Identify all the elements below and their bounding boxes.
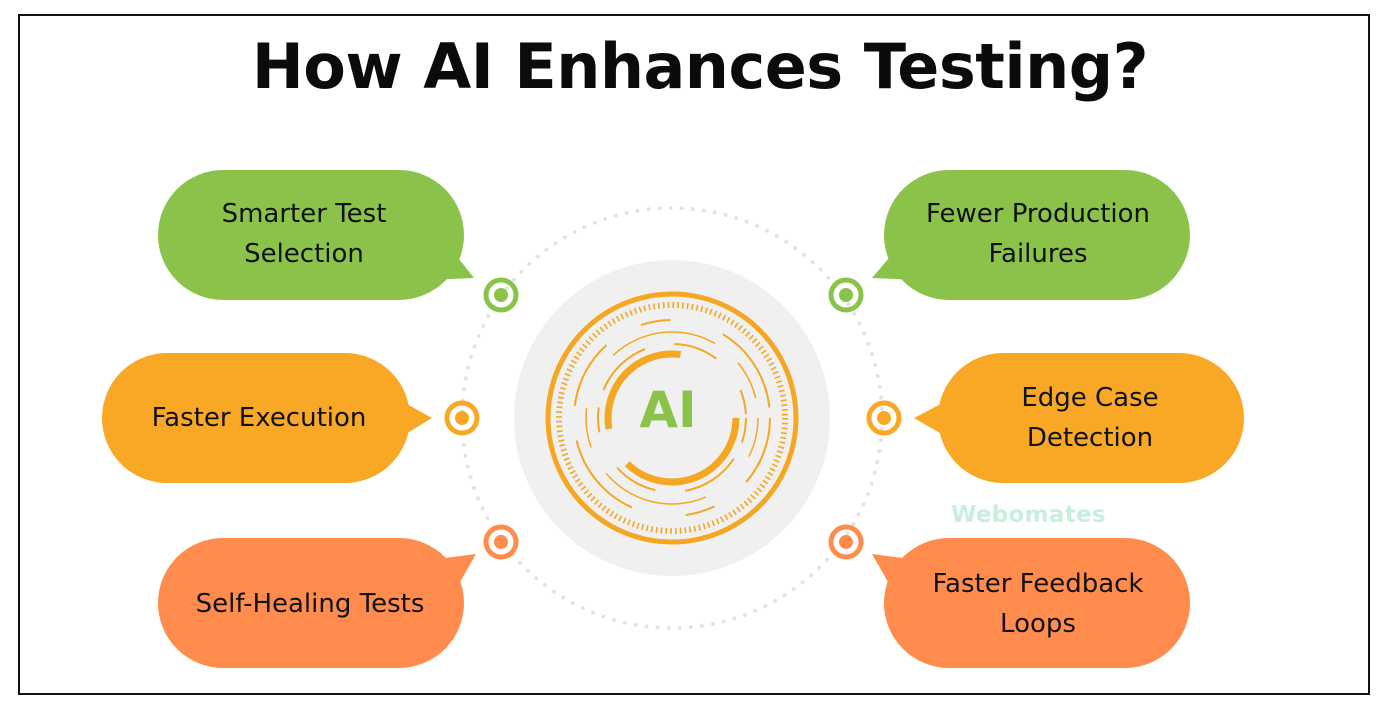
target-dot-icon [483,277,519,313]
page-title: How AI Enhances Testing? [251,30,1149,103]
benefit-label-faster-feedback-loops: Faster Feedback Loops [932,568,1144,639]
bubble-faster-execution [102,353,432,483]
benefit-label-smarter-test-selection: Smarter Test Selection [221,198,387,269]
target-dot-icon [483,524,519,560]
target-dot-icon [828,277,864,313]
bubble-self-healing-tests [158,538,476,668]
bubble-faster-feedback-loops [872,538,1190,668]
bubble-smarter-test-selection [158,170,474,300]
benefit-label-self-healing-tests: Self-Healing Tests [195,588,425,619]
benefit-label-edge-case-detection: Edge Case Detection [1021,382,1159,453]
target-dot-icon [866,400,902,436]
center-ai-label: AI [639,381,697,439]
benefit-label-faster-execution: Faster Execution [151,402,367,433]
bubble-edge-case-detection [914,353,1244,483]
center-rings [545,291,799,545]
benefit-label-fewer-production-failures: Fewer Production Failures [925,198,1151,269]
webomates-watermark: Webomates [951,502,1106,528]
bubble-fewer-production-failures [872,170,1190,300]
target-dot-icon [828,524,864,560]
target-dot-icon [444,400,480,436]
